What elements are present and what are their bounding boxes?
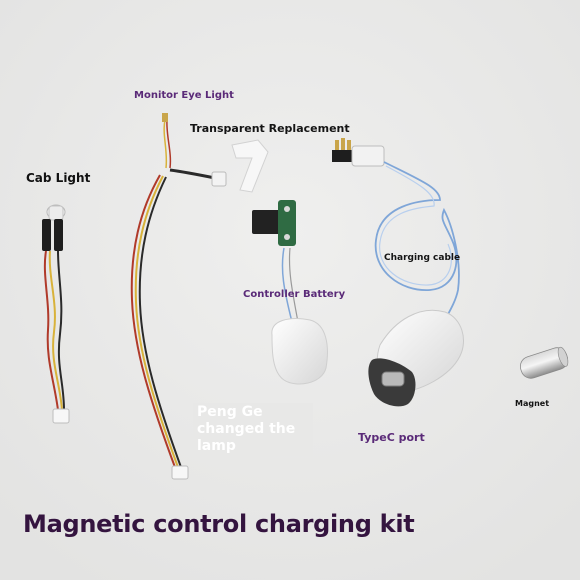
cab-light — [42, 204, 70, 424]
typec-port-label: TypeC port — [358, 431, 425, 444]
magnet-label: Magnet — [515, 399, 550, 408]
controller-battery-label: Controller Battery — [243, 289, 346, 300]
peng-ge-label: Peng Ge changed the lamp — [193, 403, 313, 456]
magnet — [519, 346, 569, 379]
product-title: Magnetic control charging kit — [23, 510, 415, 538]
controller-battery — [252, 200, 328, 385]
monitor-eye-light-label: Monitor Eye Light — [134, 90, 234, 101]
charging-cable — [332, 138, 460, 331]
transparent-replacement — [231, 139, 269, 193]
monitor-eye-light — [130, 113, 227, 480]
transparent-replacement-label: Transparent Replacement — [190, 122, 350, 135]
charging-cable-label: Charging cable — [384, 253, 461, 263]
typec-module — [368, 309, 464, 407]
cab-light-label: Cab Light — [26, 171, 91, 185]
